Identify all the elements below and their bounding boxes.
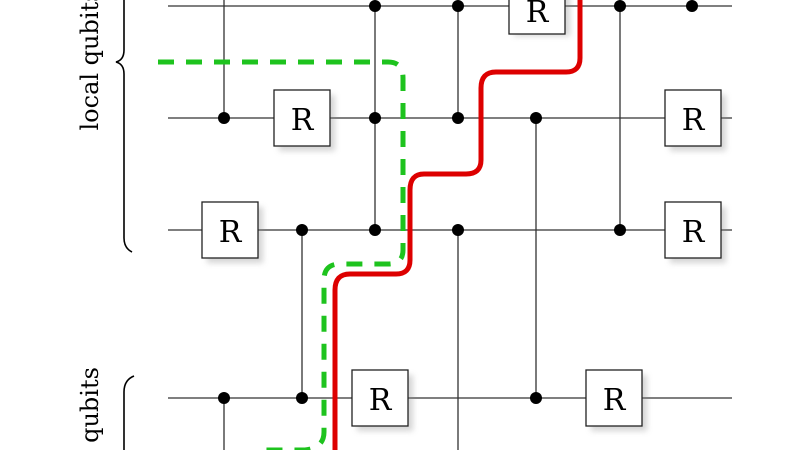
gate-box xyxy=(201,201,259,259)
control-dot xyxy=(530,392,542,404)
gate-label: R xyxy=(526,0,550,30)
gate: R xyxy=(664,201,726,263)
control-dot xyxy=(369,224,381,236)
gate-box xyxy=(508,0,566,35)
control-dot xyxy=(296,392,308,404)
solid-cut-path xyxy=(332,0,583,450)
gate: R xyxy=(273,89,335,151)
control-dot xyxy=(452,112,464,124)
gate-label: R xyxy=(603,383,627,418)
gate-box xyxy=(273,89,331,147)
gate-label: R xyxy=(682,215,706,250)
gate-label: R xyxy=(291,103,315,138)
gate-box xyxy=(585,369,643,427)
control-dot xyxy=(296,224,308,236)
gate-box xyxy=(664,89,722,147)
control-dot xyxy=(530,112,542,124)
qubits-brace xyxy=(123,375,135,450)
control-dot xyxy=(369,0,381,12)
gate-box xyxy=(664,201,722,259)
control-dot xyxy=(686,0,698,12)
control-dot xyxy=(369,112,381,124)
gate: R xyxy=(201,201,263,263)
dashed-cut-path xyxy=(158,59,406,450)
gate-label: R xyxy=(369,383,393,418)
gate: R xyxy=(585,369,647,431)
control-dots xyxy=(218,0,698,404)
gate: R xyxy=(351,369,413,431)
local-qubits-label: local qubits xyxy=(76,0,104,131)
control-dot xyxy=(452,0,464,12)
control-dot xyxy=(218,392,230,404)
qubits-label: qubits xyxy=(76,367,104,443)
gate: R xyxy=(664,89,726,151)
local-qubits-brace xyxy=(115,0,133,253)
gate-label: R xyxy=(219,215,243,250)
control-dot xyxy=(452,224,464,236)
control-dot xyxy=(614,0,626,12)
control-lines xyxy=(223,0,621,450)
gate: R xyxy=(508,0,570,36)
gate-box xyxy=(351,369,409,427)
control-dot xyxy=(614,224,626,236)
control-dot xyxy=(218,112,230,124)
gate-label: R xyxy=(682,103,706,138)
